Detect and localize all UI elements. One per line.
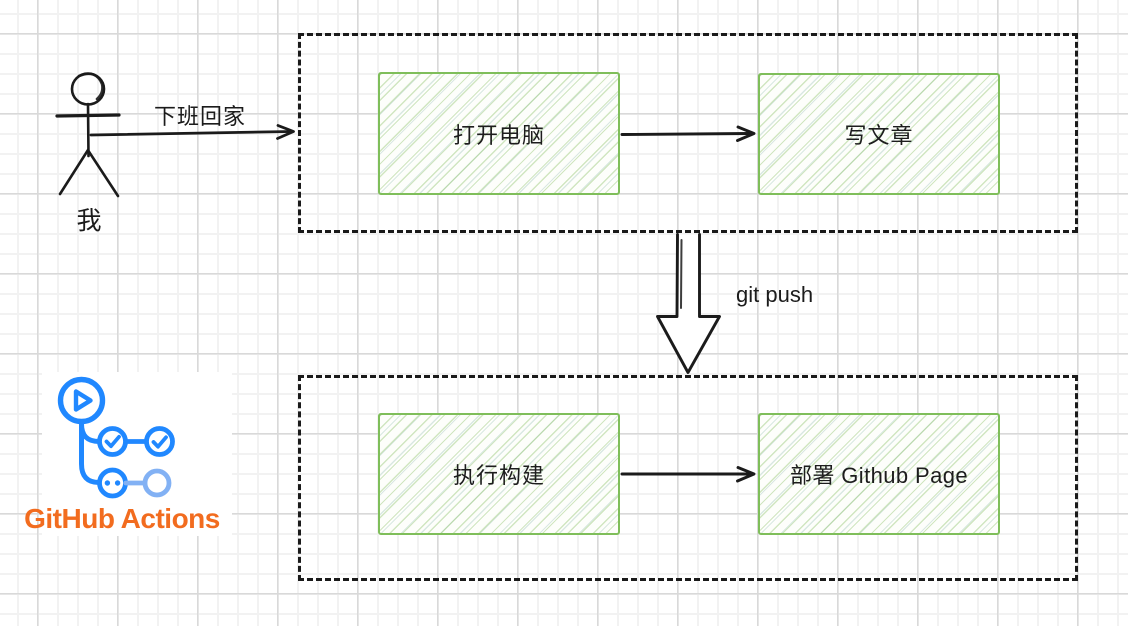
stick-figure-body [86,102,90,158]
logo-check-circle-2 [144,426,175,457]
github-actions-caption: GitHub Actions [24,503,220,534]
flow-node-write-article: 写文章 [758,73,1000,195]
git-push-label: git push [736,282,814,307]
flow-node-label: 部署 Github Page [789,463,969,488]
flow-node-run-build: 执行构建 [378,413,620,535]
stick-figure-arms [55,113,121,118]
logo-commit-dot [114,480,121,486]
logo-check-circle-1 [97,426,128,457]
stick-figure-right-leg [87,149,120,198]
actor-label: 我 [76,207,102,235]
logo-commit-circle [97,467,128,499]
stick-figure-left-leg [58,148,90,196]
logo-stem-line [79,419,102,485]
logo-check-icon-2 [151,435,168,449]
stick-figure-head [70,72,106,106]
logo-commit-dot [104,480,111,486]
logo-play-circle [57,376,106,425]
big-down-arrow-icon [656,233,721,374]
big-down-arrow-sketch-stroke [680,239,683,309]
ci-workflow-group [298,375,1078,581]
flow-node-deploy-github-page: 部署 Github Page [758,413,1000,535]
flow-node-label: 打开电脑 [452,122,545,148]
flow-node-open-computer: 打开电脑 [378,72,620,195]
commute-arrow-label: 下班回家 [153,104,246,129]
logo-branch-line [79,421,102,444]
flow-node-label: 执行构建 [452,463,545,488]
stick-figure-icon [55,72,121,198]
logo-pending-circle [142,468,172,498]
logo-play-icon [73,389,93,412]
flow-node-label: 写文章 [844,123,914,148]
logo-check-icon-1 [104,434,121,449]
stick-figure-head-sketch-stroke [77,72,104,101]
local-workflow-group [298,33,1078,233]
